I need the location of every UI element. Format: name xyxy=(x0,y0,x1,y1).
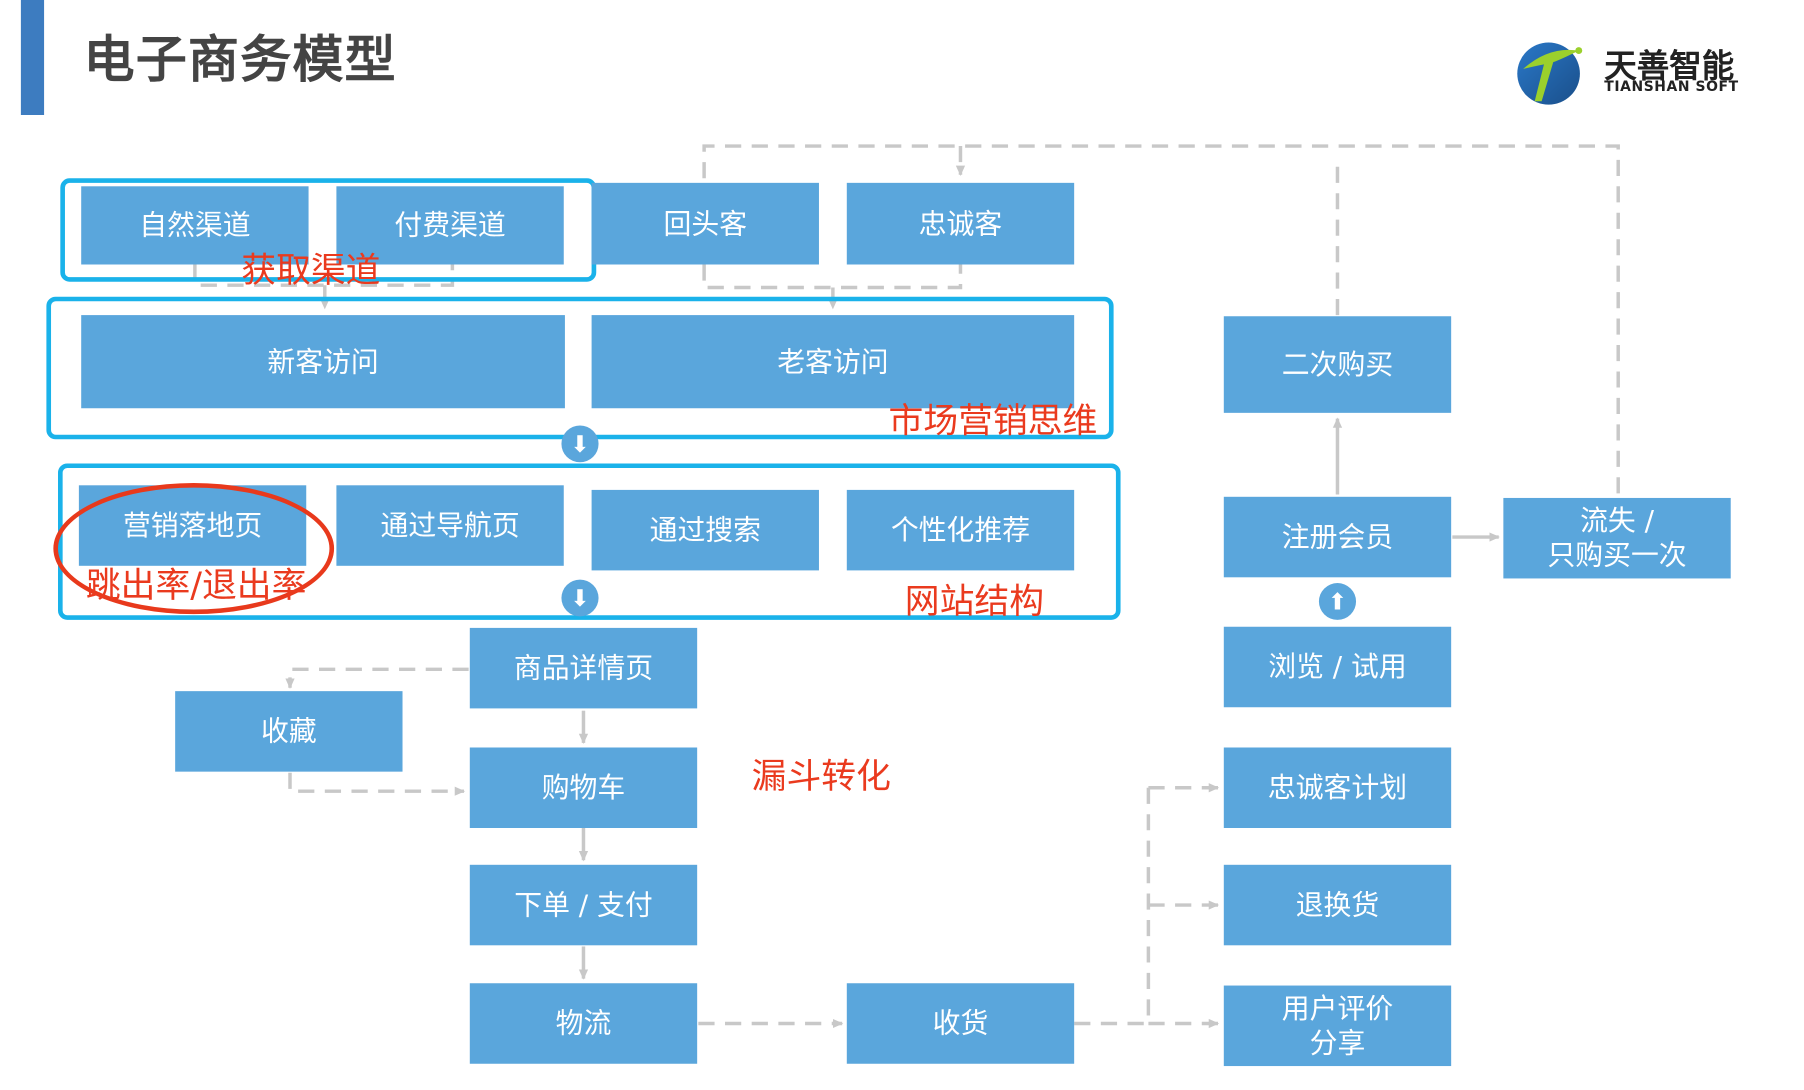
box-favorites[interactable]: 收藏 xyxy=(175,691,403,772)
connector-customers-to-old-visit xyxy=(702,264,963,290)
box-review-share[interactable]: 用户评价 分享 xyxy=(1223,985,1452,1067)
box-register-member[interactable]: 注册会员 xyxy=(1223,496,1452,578)
box-receive[interactable]: 收货 xyxy=(846,983,1075,1064)
logo-name-cn: 天善智能 xyxy=(1604,47,1735,86)
title-accent-bar xyxy=(20,0,45,115)
up-arrow-icon: ⬆ xyxy=(1318,583,1357,620)
box-loyalty-plan[interactable]: 忠诚客计划 xyxy=(1223,747,1452,828)
box-old-visit[interactable]: 老客访问 xyxy=(591,315,1075,409)
box-loyal-customer[interactable]: 忠诚客 xyxy=(846,182,1075,265)
annotation-marketing: 市场营销思维 xyxy=(888,401,1098,442)
down-arrow-icon: ⬇ xyxy=(561,425,599,463)
box-returns[interactable]: 退换货 xyxy=(1223,864,1452,946)
logo-name-en: TIANSHAN SOFT xyxy=(1604,78,1739,95)
box-new-visit[interactable]: 新客访问 xyxy=(81,315,565,409)
bounce-rate-circle xyxy=(53,483,335,615)
box-order-pay[interactable]: 下单 / 支付 xyxy=(469,864,698,946)
box-churn[interactable]: 流失 / 只购买一次 xyxy=(1503,497,1731,579)
company-logo: 天善智能 TIANSHAN SOFT xyxy=(1514,35,1792,109)
box-via-navigation[interactable]: 通过导航页 xyxy=(336,485,564,566)
connector-detail-to-favorites xyxy=(285,667,469,689)
box-second-purchase[interactable]: 二次购买 xyxy=(1223,316,1452,413)
annotation-funnel: 漏斗转化 xyxy=(751,756,891,797)
box-personalized-recommend[interactable]: 个性化推荐 xyxy=(846,489,1075,571)
box-browse-trial[interactable]: 浏览 / 试用 xyxy=(1223,626,1452,708)
connector-favorites-to-cart xyxy=(288,772,466,796)
down-arrow-icon: ⬇ xyxy=(561,579,599,617)
annotation-bounce: 跳出率/退出率 xyxy=(85,565,307,607)
logo-icon xyxy=(1517,42,1583,105)
annotation-channel: 获取渠道 xyxy=(241,250,381,291)
box-logistics[interactable]: 物流 xyxy=(469,983,698,1064)
page-title: 电子商务模型 xyxy=(83,31,397,90)
box-product-detail[interactable]: 商品详情页 xyxy=(469,627,698,709)
box-via-search[interactable]: 通过搜索 xyxy=(591,489,819,571)
box-paid-channel[interactable]: 付费渠道 xyxy=(336,186,564,265)
box-cart[interactable]: 购物车 xyxy=(469,747,698,828)
box-natural-channel[interactable]: 自然渠道 xyxy=(81,186,309,265)
annotation-site-structure: 网站结构 xyxy=(904,581,1044,623)
box-returning-customer[interactable]: 回头客 xyxy=(591,182,819,265)
connector-top-loop xyxy=(702,144,1620,497)
